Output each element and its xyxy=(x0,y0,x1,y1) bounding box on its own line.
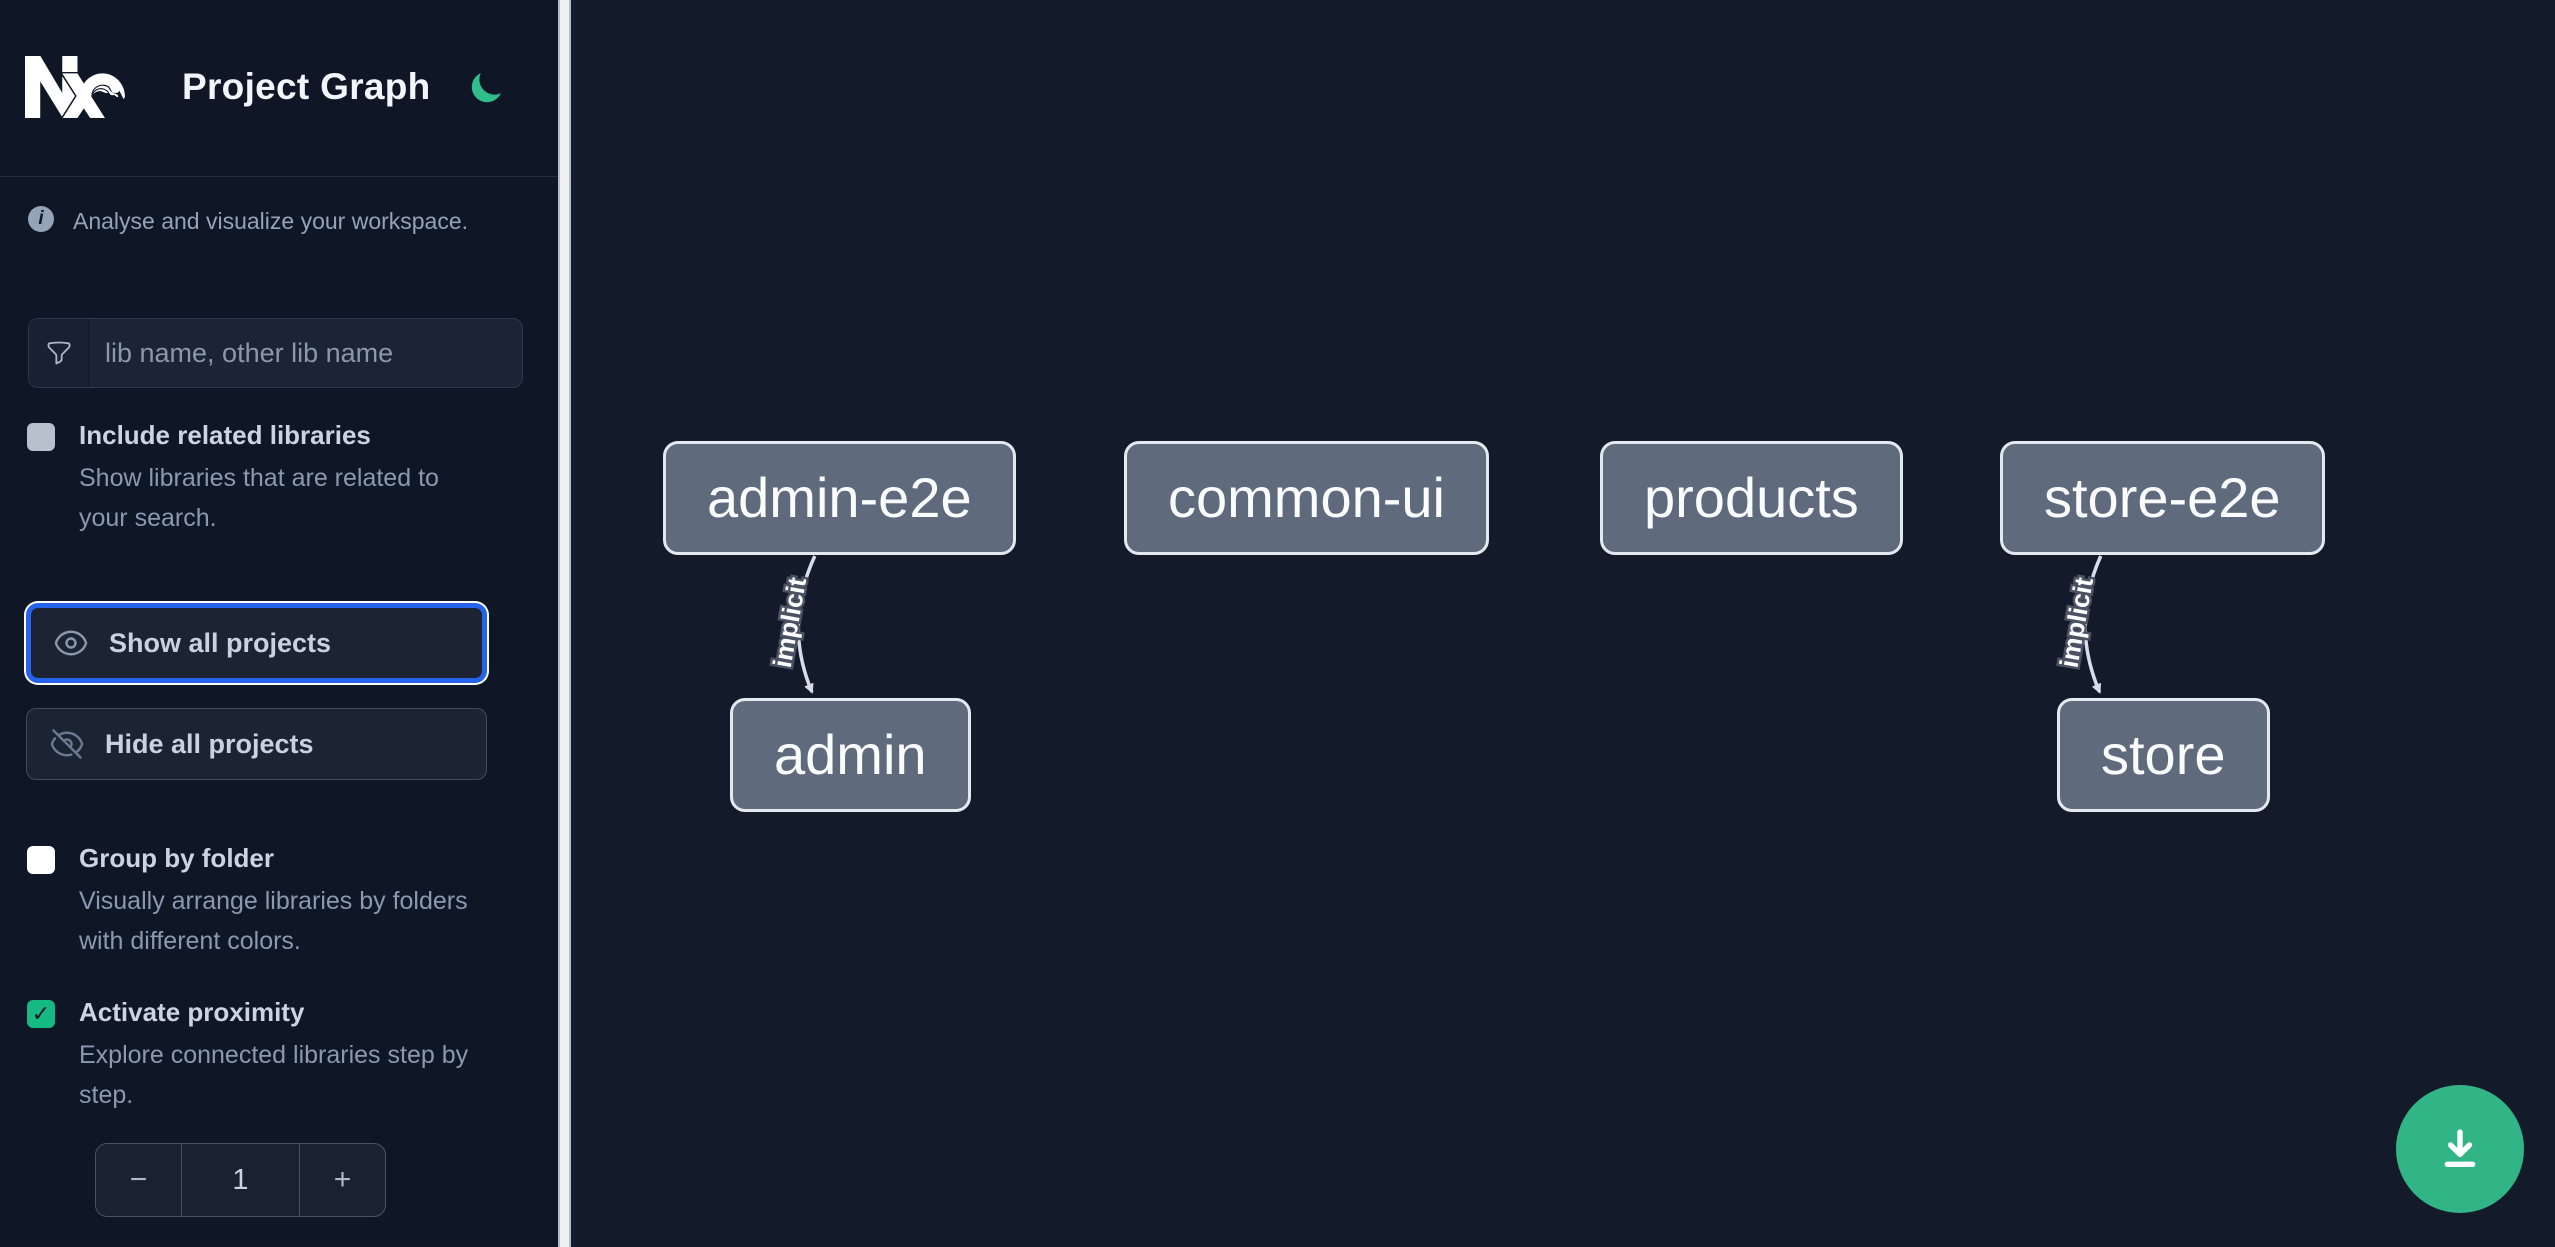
proximity-depth-stepper: − 1 + xyxy=(95,1143,386,1217)
include-related-libraries-checkbox[interactable] xyxy=(27,423,55,451)
header-divider xyxy=(0,176,558,177)
graph-node-store[interactable]: store xyxy=(2057,698,2270,812)
option-description: Show libraries that are related to your … xyxy=(79,464,439,532)
show-all-projects-button[interactable]: Show all projects xyxy=(26,603,487,683)
option-activate-proximity: ✓ Activate proximity Explore connected l… xyxy=(27,997,484,1115)
graph-node-admin[interactable]: admin xyxy=(730,698,971,812)
show-all-projects-label: Show all projects xyxy=(109,627,332,658)
option-label[interactable]: Include related libraries xyxy=(79,420,371,450)
info-icon: i xyxy=(28,206,54,232)
hide-all-projects-button[interactable]: Hide all projects xyxy=(26,708,487,780)
option-label[interactable]: Activate proximity xyxy=(79,997,305,1027)
option-description: Visually arrange libraries by folders wi… xyxy=(79,887,468,955)
sidebar-scrollbar[interactable] xyxy=(558,0,571,1247)
proximity-depth-value: 1 xyxy=(181,1144,300,1216)
moon-icon xyxy=(471,73,501,103)
sidebar: Project Graph i Analyse and visualize yo… xyxy=(0,0,558,1247)
workspace-subtitle: Analyse and visualize your workspace. xyxy=(73,208,469,234)
download-icon xyxy=(2444,1129,2476,1167)
graph-node-admin-e2e[interactable]: admin-e2e xyxy=(663,441,1016,555)
funnel-icon xyxy=(47,341,70,365)
theme-toggle-button[interactable] xyxy=(468,66,510,108)
option-description: Explore connected libraries step by step… xyxy=(79,1041,469,1109)
filter-input-group xyxy=(28,318,523,388)
eye-icon xyxy=(54,630,88,656)
download-graph-button[interactable] xyxy=(2396,1085,2524,1213)
activate-proximity-checkbox[interactable]: ✓ xyxy=(27,1000,55,1028)
eye-slash-icon xyxy=(50,729,84,759)
graph-node-common-ui[interactable]: common-ui xyxy=(1124,441,1489,555)
edge-label-implicit: implicit xyxy=(2054,575,2099,670)
filter-input[interactable] xyxy=(89,319,522,387)
filter-icon-cell xyxy=(29,319,89,387)
page-title: Project Graph xyxy=(182,66,431,107)
nx-logo xyxy=(25,55,125,118)
option-include-related-libraries: Include related libraries Show libraries… xyxy=(27,420,484,538)
graph-node-products[interactable]: products xyxy=(1600,441,1903,555)
graph-edge-store-e2e-store xyxy=(2083,555,2103,694)
increment-button[interactable]: + xyxy=(300,1144,385,1216)
graph-node-store-e2e[interactable]: store-e2e xyxy=(2000,441,2325,555)
option-label[interactable]: Group by folder xyxy=(79,843,274,873)
decrement-button[interactable]: − xyxy=(96,1144,181,1216)
edge-label-implicit: implicit xyxy=(767,575,812,670)
group-by-folder-checkbox[interactable] xyxy=(27,846,55,874)
hide-all-projects-label: Hide all projects xyxy=(105,728,314,759)
option-group-by-folder: Group by folder Visually arrange librari… xyxy=(27,843,484,961)
graph-edge-admin-e2e-admin xyxy=(796,555,817,694)
